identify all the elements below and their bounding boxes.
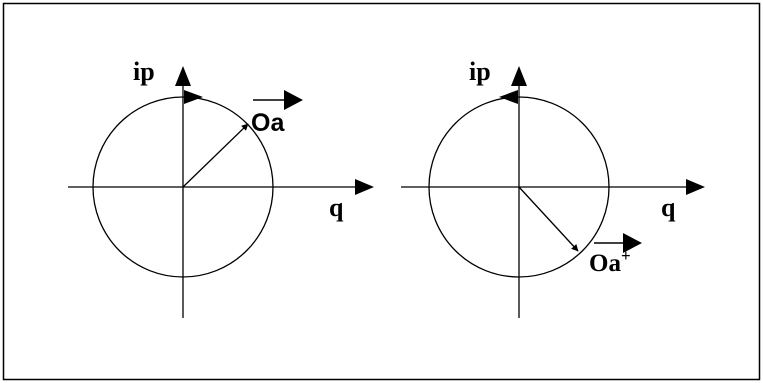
right-q-axis-arrowhead xyxy=(686,179,705,195)
left-oa-overline-arrowhead xyxy=(284,90,303,110)
right-vector-label-base: Oa xyxy=(589,250,621,277)
right-q-axis-label: q xyxy=(661,193,676,222)
right-vector-oa-plus xyxy=(518,186,579,252)
left-phasor-diagram: ip q Oa xyxy=(68,57,374,318)
right-ip-axis-label: ip xyxy=(469,57,491,86)
left-q-axis-arrowhead xyxy=(355,179,374,195)
left-ip-axis-label: ip xyxy=(133,57,155,86)
left-vector-label: Oa xyxy=(251,109,285,137)
right-circle-direction-arrow-icon xyxy=(499,90,518,104)
right-phasor-diagram: ip q Oa+ xyxy=(401,57,705,318)
right-vector-label: Oa+ xyxy=(589,246,631,277)
left-vector-oa xyxy=(182,123,249,188)
left-circle-direction-arrow-icon xyxy=(184,90,203,104)
left-ip-axis-arrowhead xyxy=(175,66,191,86)
right-oa-overline-arrowhead xyxy=(623,233,642,253)
left-q-axis-label: q xyxy=(329,193,344,222)
right-ip-axis-arrowhead xyxy=(511,66,527,86)
right-vector-label-superscript: + xyxy=(621,246,631,265)
